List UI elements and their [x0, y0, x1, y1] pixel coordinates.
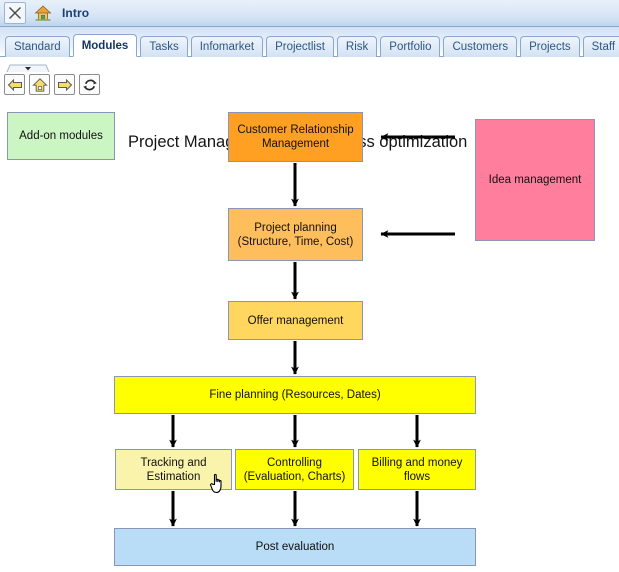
- window-title-bar: Intro: [0, 0, 619, 27]
- refresh-icon: [82, 79, 97, 90]
- chevron-down-icon: [6, 64, 50, 73]
- node-tracking-estimation[interactable]: Tracking and Estimation: [115, 449, 232, 490]
- forward-button[interactable]: [54, 74, 75, 95]
- tab-projectlist[interactable]: Projectlist: [266, 36, 334, 57]
- back-button[interactable]: [4, 74, 25, 95]
- tab-bar: Standard Modules Tasks Infomarket Projec…: [0, 27, 619, 57]
- content-panel: Project Management and process optimizat…: [0, 57, 619, 572]
- node-controlling[interactable]: Controlling (Evaluation, Charts): [235, 449, 354, 490]
- tab-tasks[interactable]: Tasks: [140, 36, 188, 57]
- tab-standard[interactable]: Standard: [5, 36, 70, 57]
- tab-customers[interactable]: Customers: [443, 36, 518, 57]
- tab-portfolio[interactable]: Portfolio: [380, 36, 441, 57]
- close-x-icon: [9, 7, 21, 19]
- home-tab-icon-button[interactable]: [33, 3, 53, 23]
- navigation-toolbar: [4, 74, 100, 95]
- tab-modules[interactable]: Modules: [72, 34, 138, 57]
- node-addon-modules[interactable]: Add-on modules: [7, 112, 115, 160]
- forward-arrow-icon: [57, 78, 72, 91]
- node-crm[interactable]: Customer Relationship Management: [228, 112, 363, 162]
- tab-projects[interactable]: Projects: [520, 36, 580, 57]
- tab-risk[interactable]: Risk: [336, 36, 378, 57]
- home-button[interactable]: [29, 74, 50, 95]
- node-post-evaluation[interactable]: Post evaluation: [114, 528, 476, 566]
- home-icon: [31, 77, 48, 92]
- window-title: Intro: [62, 6, 90, 20]
- node-project-planning[interactable]: Project planning (Structure, Time, Cost): [228, 208, 363, 261]
- refresh-button[interactable]: [79, 74, 100, 95]
- node-idea-management[interactable]: Idea management: [475, 119, 595, 241]
- close-button[interactable]: [4, 2, 26, 24]
- panel-collapse-handle[interactable]: [6, 60, 50, 73]
- node-billing[interactable]: Billing and money flows: [358, 449, 476, 490]
- back-arrow-icon: [7, 78, 22, 91]
- node-offer-management[interactable]: Offer management: [228, 301, 363, 340]
- node-fine-planning[interactable]: Fine planning (Resources, Dates): [114, 376, 476, 414]
- tab-infomarket[interactable]: Infomarket: [190, 36, 264, 57]
- house-icon: [34, 5, 52, 21]
- tab-staff[interactable]: Staff: [582, 36, 619, 57]
